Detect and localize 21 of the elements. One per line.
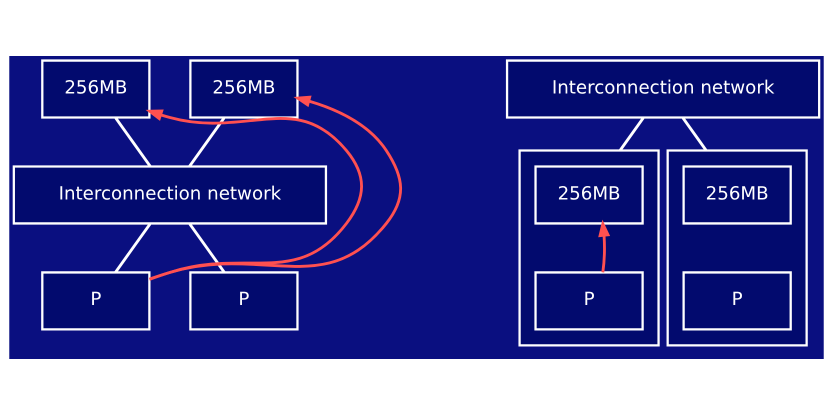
arrow xyxy=(145,109,362,280)
node-box: P xyxy=(188,270,298,330)
node-box: 256MB xyxy=(188,58,298,118)
connector xyxy=(188,222,225,273)
node-box: Interconnection network xyxy=(12,164,327,224)
node-box: 256MB xyxy=(534,164,644,224)
connector xyxy=(188,116,225,167)
node-box: P xyxy=(40,270,150,330)
connector xyxy=(681,116,707,151)
connector xyxy=(618,116,644,151)
cluster xyxy=(666,148,808,346)
node-box: P xyxy=(534,270,644,330)
connector xyxy=(114,222,151,273)
arrow xyxy=(598,219,610,272)
node-box: 256MB xyxy=(40,58,150,118)
connector xyxy=(114,116,151,167)
node-box: Interconnection network xyxy=(505,58,820,118)
node-box: P xyxy=(682,270,792,330)
arrow xyxy=(148,95,402,280)
node-box: 256MB xyxy=(682,164,792,224)
cluster xyxy=(518,148,660,346)
